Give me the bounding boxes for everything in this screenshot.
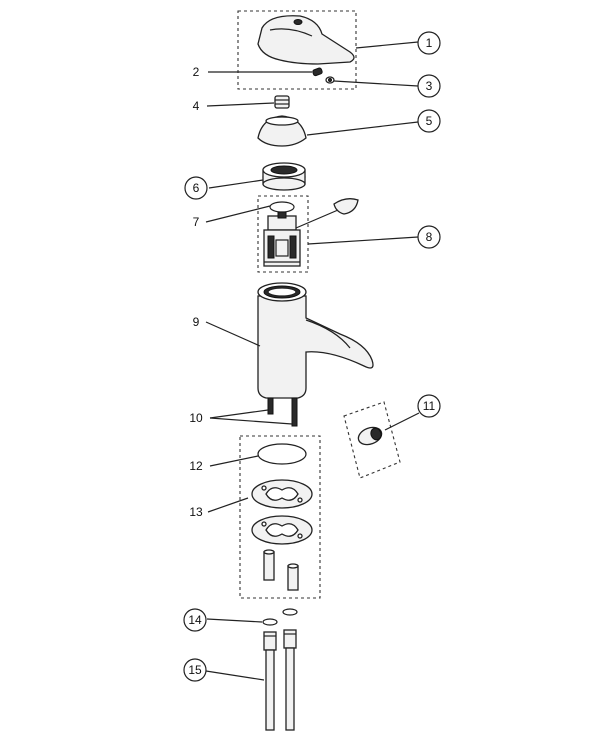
cover-dome	[257, 115, 307, 147]
callout-14: 14	[183, 608, 207, 632]
mounting-kit-box	[239, 435, 321, 599]
seal-rings	[262, 608, 298, 626]
leader-14	[206, 618, 263, 623]
svg-text:15: 15	[188, 663, 202, 677]
cartridge	[263, 211, 301, 267]
threaded-insert	[274, 95, 290, 109]
grub-screw	[312, 67, 323, 77]
leader-4	[206, 102, 275, 107]
leader-7	[205, 205, 271, 223]
mounting-sleeves	[263, 549, 299, 591]
leader-10b	[209, 417, 293, 425]
leader-13	[207, 497, 249, 513]
label-7: 7	[193, 215, 200, 229]
leader-12	[209, 455, 259, 467]
nut-ring	[262, 162, 306, 191]
leader-5	[306, 121, 419, 136]
label-13: 13	[189, 505, 203, 519]
o-ring-small	[269, 201, 295, 213]
label-12: 12	[189, 459, 203, 473]
leader-15	[205, 670, 265, 681]
leader-6	[208, 179, 264, 189]
svg-text:11: 11	[423, 399, 436, 413]
callout-8: 8	[417, 225, 441, 249]
lever-handle	[257, 15, 355, 65]
leader-11	[384, 412, 420, 431]
leader-3	[333, 80, 419, 87]
svg-text:3: 3	[426, 79, 433, 93]
aerator-group-box	[343, 401, 401, 479]
mounting-plates	[251, 479, 313, 545]
leader-8	[307, 236, 419, 245]
svg-text:8: 8	[426, 230, 433, 244]
leader-10a	[209, 409, 269, 419]
faucet-body	[257, 282, 374, 399]
leader-9	[205, 321, 261, 347]
label-2: 2	[193, 65, 200, 79]
label-9: 9	[193, 315, 200, 329]
label-4: 4	[193, 99, 200, 113]
callout-3: 3	[417, 74, 441, 98]
leader-8b	[295, 209, 339, 229]
label-10: 10	[189, 411, 203, 425]
callout-11: 11	[417, 394, 441, 418]
svg-text:1: 1	[426, 36, 433, 50]
callout-5: 5	[417, 109, 441, 133]
aerator	[357, 426, 383, 446]
callout-1: 1	[417, 31, 441, 55]
svg-text:14: 14	[188, 613, 202, 627]
threaded-studs	[267, 397, 298, 427]
cap-plug	[325, 76, 335, 84]
cartridge-group-box	[257, 195, 309, 273]
callout-15: 15	[183, 658, 207, 682]
supply-hoses	[263, 629, 297, 731]
svg-text:5: 5	[426, 114, 433, 128]
o-ring-large	[257, 443, 307, 465]
leader-1	[355, 41, 419, 49]
handle-group-box	[237, 10, 357, 90]
svg-text:6: 6	[193, 181, 200, 195]
clip-piece	[333, 198, 359, 215]
callout-6: 6	[184, 176, 208, 200]
